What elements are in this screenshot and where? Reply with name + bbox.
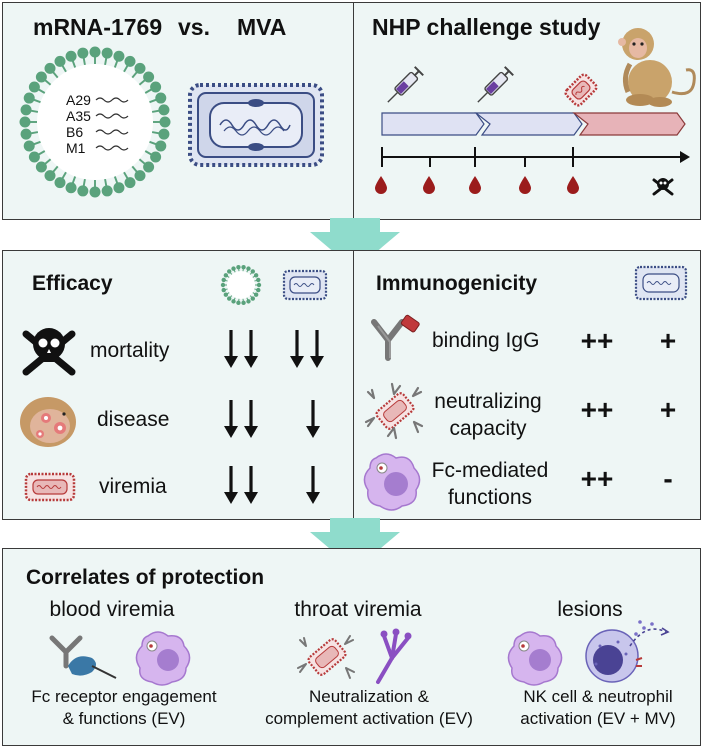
macrophage-icon (135, 631, 191, 686)
monkey-icon (20, 397, 76, 447)
antibody-icon (49, 635, 117, 679)
immuno-score-mrna-fc: ++ (580, 463, 614, 494)
decrease-arrow-icon (244, 400, 258, 438)
correlates-heading-lesions: lesions (557, 598, 623, 621)
monkey-icon (618, 28, 696, 107)
virus-particle-icon (364, 382, 424, 440)
virus-particle-icon (297, 635, 355, 679)
antigen-label-a35: A35 (66, 108, 91, 124)
decrease-arrow-icon (224, 466, 238, 504)
vaccine-title-mrna: mRNA-1769 (33, 14, 163, 40)
flow-arrow-1 (310, 218, 400, 270)
vaccine-title-mva: MVA (237, 14, 287, 40)
immuno-row-label-neutralizing: neutralizing capacity (434, 390, 542, 440)
virus-particle-icon (24, 472, 76, 502)
antibody-icon (371, 314, 420, 361)
decrease-arrow-icon (224, 400, 238, 438)
immuno-score-mva-igg: + (659, 325, 677, 356)
correlates-title: Correlates of protection (26, 566, 265, 589)
immunogenicity-title: Immunogenicity (376, 272, 538, 295)
efficacy-title: Efficacy (32, 272, 113, 295)
nk-cell-icon (585, 620, 670, 683)
antigen-label-b6: B6 (66, 124, 84, 140)
mva-virion-icon (634, 265, 688, 301)
immuno-score-mva-fc: - (663, 463, 673, 494)
efficacy-row-label-disease: disease (97, 408, 170, 431)
correlates-heading-blood: blood viremia (49, 598, 175, 621)
virus-particle-icon (564, 73, 598, 107)
antigen-label-a29: A29 (66, 92, 91, 108)
vaccine-title-vs: vs. (178, 14, 210, 40)
immuno-score-mva-neutralizing: + (659, 394, 677, 425)
decrease-arrow-icon (290, 330, 304, 368)
correlates-caption-blood: Fc receptor engagement & functions (EV) (31, 687, 217, 728)
correlates-caption-throat: Neutralization & complement activation (… (265, 687, 473, 728)
decrease-arrow-icon (310, 330, 324, 368)
correlates-caption-lesions: NK cell & neutrophil activation (EV + MV… (520, 687, 676, 728)
antigen-label-m1: M1 (66, 140, 86, 156)
macrophage-icon (507, 631, 563, 686)
immuno-row-label-binding-igg: binding IgG (432, 329, 540, 352)
syringe-icon (477, 66, 514, 103)
mva-virion-icon (188, 83, 324, 167)
mva-virion-icon (282, 269, 328, 301)
skull-icon (652, 178, 674, 196)
macrophage-icon (363, 453, 421, 511)
correlates-panel (2, 548, 701, 746)
immuno-score-mrna-neutralizing: ++ (580, 394, 614, 425)
correlates-heading-throat: throat viremia (294, 598, 422, 621)
immuno-row-label-fc-mediated: Fc-mediated functions (431, 459, 549, 509)
complement-icon (376, 628, 412, 684)
skull-icon (22, 328, 76, 376)
decrease-arrow-icon (306, 466, 320, 504)
nhp-study-title: NHP challenge study (372, 14, 601, 40)
syringe-icon (387, 66, 424, 103)
decrease-arrow-icon (224, 330, 238, 368)
decrease-arrow-icon (244, 330, 258, 368)
decrease-arrow-icon (306, 400, 320, 438)
flow-arrow-2 (310, 518, 400, 570)
immuno-score-mrna-igg: ++ (580, 325, 614, 356)
efficacy-row-label-mortality: mortality (90, 339, 170, 362)
efficacy-row-label-viremia: viremia (99, 475, 167, 498)
decrease-arrow-icon (244, 466, 258, 504)
